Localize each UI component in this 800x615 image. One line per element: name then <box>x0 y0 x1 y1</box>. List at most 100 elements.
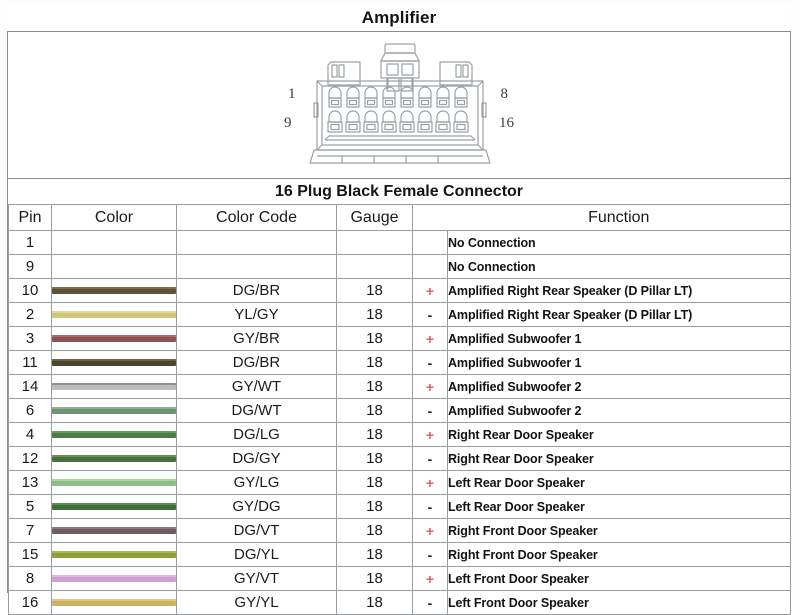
cell-color-code: DG/LG <box>176 422 337 447</box>
cell-pin-number: 13 <box>8 470 52 495</box>
cell-color-code: DG/WT <box>176 398 337 423</box>
cell-wire-color-swatch <box>51 374 177 399</box>
cell-polarity: - <box>412 494 448 519</box>
connector-caption: 16 Plug Black Female Connector <box>8 178 790 204</box>
wire-swatch <box>52 575 176 582</box>
wire-swatch <box>52 527 176 534</box>
wire-swatch <box>52 335 176 342</box>
table-header-row: Pin Color Color Code Gauge Function <box>8 204 791 231</box>
cell-color-code: GY/VT <box>176 566 337 591</box>
cell-wire-color-swatch <box>51 494 177 519</box>
cell-gauge: 18 <box>336 470 413 495</box>
pin-number-label-9: 9 <box>284 114 292 131</box>
cell-color-code: GY/DG <box>176 494 337 519</box>
cell-polarity: + <box>412 326 448 351</box>
cell-polarity: + <box>412 278 448 303</box>
cell-wire-color-swatch <box>51 278 177 303</box>
cell-gauge: 18 <box>336 374 413 399</box>
connector-svg <box>309 42 491 164</box>
cell-function: Amplified Subwoofer 2 <box>447 398 791 423</box>
column-header-gauge: Gauge <box>336 204 413 231</box>
cell-color-code: DG/VT <box>176 518 337 543</box>
cell-color-code: DG/GY <box>176 446 337 471</box>
cell-gauge: 18 <box>336 518 413 543</box>
cell-gauge: 18 <box>336 302 413 327</box>
cell-pin-number: 2 <box>8 302 52 327</box>
cell-function: Amplified Subwoofer 2 <box>447 374 791 399</box>
cell-pin-number: 14 <box>8 374 52 399</box>
amplifier-title-bar: Amplifier <box>7 5 791 32</box>
connector-caption-text: 16 Plug Black Female Connector <box>274 182 524 200</box>
cell-polarity: - <box>412 590 448 615</box>
cell-pin-number: 10 <box>8 278 52 303</box>
cell-wire-color-swatch <box>51 518 177 543</box>
cell-pin-number: 4 <box>8 422 52 447</box>
cell-function: Right Front Door Speaker <box>447 542 791 567</box>
cell-function: Left Rear Door Speaker <box>447 470 791 495</box>
cell-color-code: DG/YL <box>176 542 337 567</box>
cell-pin-number: 7 <box>8 518 52 543</box>
cell-function: Left Front Door Speaker <box>447 590 791 615</box>
cell-pin-number: 11 <box>8 350 52 375</box>
cell-pin-number: 3 <box>8 326 52 351</box>
column-header-color: Color <box>51 204 177 231</box>
cell-gauge: 18 <box>336 398 413 423</box>
page-title: Amplifier <box>361 8 437 27</box>
cell-pin-number: 6 <box>8 398 52 423</box>
cell-color-code <box>176 254 337 279</box>
cell-color-code: DG/BR <box>176 350 337 375</box>
cell-polarity: + <box>412 566 448 591</box>
cell-wire-color-swatch <box>51 542 177 567</box>
cell-gauge: 18 <box>336 446 413 471</box>
cell-polarity: - <box>412 350 448 375</box>
connector-diagram-area: 1 8 9 16 <box>8 33 790 178</box>
cell-polarity: + <box>412 470 448 495</box>
cell-color-code: GY/YL <box>176 590 337 615</box>
cell-gauge: 18 <box>336 422 413 447</box>
cell-color-code: GY/LG <box>176 470 337 495</box>
wire-swatch <box>52 311 176 318</box>
cell-wire-color-swatch <box>51 422 177 447</box>
cell-polarity: - <box>412 542 448 567</box>
column-header-polarity <box>412 204 448 231</box>
cell-polarity: - <box>412 302 448 327</box>
cell-wire-color-swatch <box>51 254 177 279</box>
wire-swatch <box>52 503 176 510</box>
cell-pin-number: 16 <box>8 590 52 615</box>
cell-wire-color-swatch <box>51 230 177 255</box>
cell-function: Amplified Subwoofer 1 <box>447 326 791 351</box>
cell-pin-number: 15 <box>8 542 52 567</box>
wire-swatch <box>52 479 176 486</box>
wire-swatch <box>52 599 176 606</box>
cell-gauge: 18 <box>336 326 413 351</box>
wire-swatch <box>52 407 176 414</box>
cell-gauge: 18 <box>336 590 413 615</box>
cell-pin-number: 1 <box>8 230 52 255</box>
cell-pin-number: 8 <box>8 566 52 591</box>
cell-function: Amplified Right Rear Speaker (D Pillar L… <box>447 278 791 303</box>
pin-number-label-16: 16 <box>499 114 514 131</box>
cell-function: Right Rear Door Speaker <box>447 446 791 471</box>
cell-function: Right Rear Door Speaker <box>447 422 791 447</box>
cell-color-code: GY/WT <box>176 374 337 399</box>
cell-function: Left Front Door Speaker <box>447 566 791 591</box>
cell-gauge <box>336 254 413 279</box>
cell-polarity: + <box>412 422 448 447</box>
cell-wire-color-swatch <box>51 326 177 351</box>
cell-color-code: GY/BR <box>176 326 337 351</box>
column-header-function: Function <box>447 204 791 231</box>
cell-polarity: - <box>412 398 448 423</box>
column-header-pin: Pin <box>8 204 52 231</box>
cell-wire-color-swatch <box>51 590 177 615</box>
